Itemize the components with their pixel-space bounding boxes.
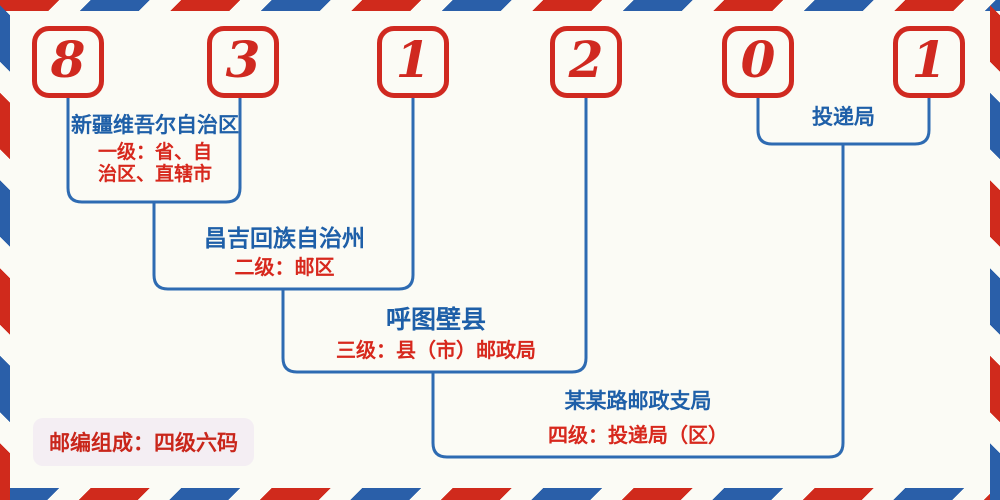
- level1-description: 一级：省、自治区、直辖市: [97, 141, 212, 185]
- envelope-stripe-border-bottom: [0, 488, 1000, 500]
- envelope-stripe-border-right: [990, 0, 1000, 500]
- level4-description: 四级：投递局（区）: [548, 423, 728, 447]
- envelope-stripe-border-top: [0, 0, 1000, 11]
- digit-box-5: 0: [722, 26, 794, 98]
- level1-region-name: 新疆维吾尔自治区: [71, 113, 239, 137]
- digit-3: 1: [395, 30, 431, 89]
- digit-1: 8: [50, 30, 86, 89]
- level2-label-group: 昌吉回族自治州 二级：邮区: [156, 225, 413, 279]
- digit-5: 0: [740, 30, 776, 89]
- level1-label-group: 新疆维吾尔自治区 一级：省、自治区、直辖市: [66, 112, 244, 185]
- delivery-office-label: 投递局: [812, 105, 875, 129]
- digit-box-2: 3: [207, 26, 279, 98]
- level3-label-group: 呼图壁县 三级：县（市）邮政局: [286, 305, 586, 362]
- digit-box-4: 2: [550, 26, 622, 98]
- postal-code-composition-badge: 邮编组成：四级六码: [33, 418, 254, 466]
- digit-4: 2: [568, 30, 604, 89]
- level4-label-group: 某某路邮政支局 四级：投递局（区）: [436, 388, 840, 447]
- level3-region-name: 呼图壁县: [385, 305, 486, 334]
- envelope-stripe-border-left: [0, 0, 10, 500]
- digit-2: 3: [225, 30, 261, 89]
- digit-box-6: 1: [893, 26, 965, 98]
- level2-region-name: 昌吉回族自治州: [204, 226, 365, 252]
- digit-box-3: 1: [377, 26, 449, 98]
- level2-description: 二级：邮区: [234, 255, 335, 279]
- digit-box-1: 8: [32, 26, 104, 98]
- level4-office-name: 某某路邮政支局: [564, 389, 712, 413]
- level3-description: 三级：县（市）邮政局: [336, 338, 536, 362]
- digit-6: 1: [911, 30, 947, 89]
